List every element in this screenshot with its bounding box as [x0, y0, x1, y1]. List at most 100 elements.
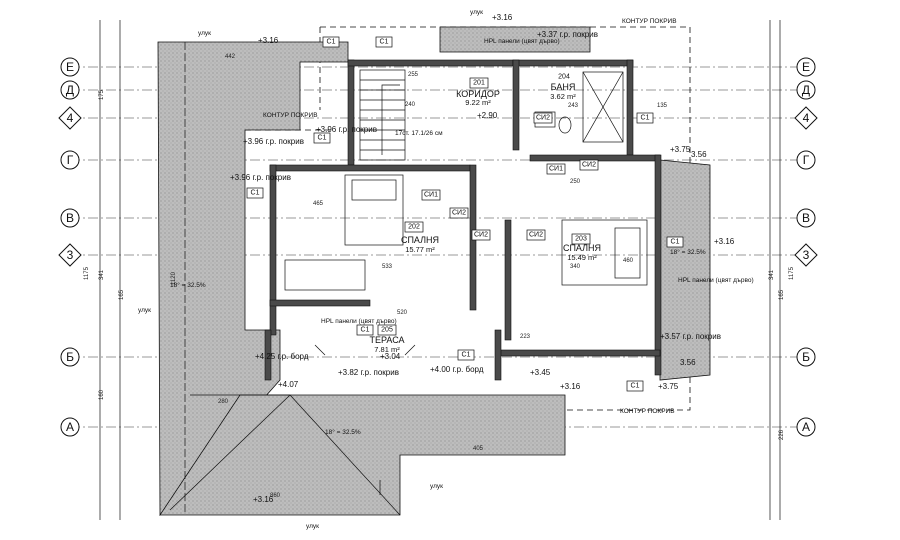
tag-si2-a: СИ2	[449, 207, 469, 219]
note-hpl-top: HPL панели (цвят дърво)	[484, 38, 560, 45]
opening-tags: C1 C1 C1 C1 C1 C1 C1 C1 C1 СИ1 СИ1 СИ2 С…	[246, 36, 684, 392]
axis-bubble-V-left: В	[60, 208, 80, 228]
tag-c1-top: C1	[375, 36, 393, 48]
tag-c1-left2: C1	[246, 187, 264, 199]
svg-text:203: 203	[575, 236, 587, 243]
wall-bedroom202-bottom	[269, 299, 371, 307]
svg-text:C1: C1	[318, 135, 327, 142]
tag-c1-terrace: C1	[356, 324, 374, 336]
slope-arrows	[314, 344, 416, 495]
note-ulluk-top2: улук	[470, 9, 483, 16]
shower	[582, 71, 624, 143]
svg-text:СИ2: СИ2	[582, 162, 596, 169]
note-slope-right: 18° = 32.5%	[670, 248, 706, 256]
svg-text:15.49 m²: 15.49 m²	[567, 253, 597, 262]
level-right-top2: 3.56	[691, 150, 707, 159]
axis-bubble-G-left: Г	[60, 150, 80, 170]
note-kontur-left: КОНТУР ПОКРИВ	[263, 112, 318, 119]
desk-202	[284, 259, 366, 291]
note-ulluk-left: улук	[138, 307, 151, 314]
level-right-mid: +3.16	[714, 237, 735, 246]
svg-text:175: 175	[99, 89, 105, 100]
axis-bubble-A-right: А	[796, 417, 816, 437]
room-203: 203 СПАЛНЯ 15.49 m²	[563, 233, 601, 262]
svg-text:250: 250	[570, 179, 581, 185]
svg-text:C1: C1	[251, 190, 260, 197]
note-slope-bottom: 18° = 32.5%	[325, 428, 361, 436]
svg-text:C1: C1	[361, 327, 370, 334]
tag-si1-202: СИ1	[421, 189, 441, 201]
svg-text:А: А	[66, 420, 74, 434]
svg-text:204: 204	[558, 74, 570, 81]
axis-bubbles-left: Е Д 4 Г В 3 Б А	[58, 57, 82, 437]
axis-bubble-3-left: 3	[58, 243, 82, 267]
svg-text:БАНЯ: БАНЯ	[551, 82, 576, 92]
svg-text:860: 860	[270, 493, 281, 499]
tag-si2-c: СИ2	[526, 229, 546, 241]
level-bottom-left: +3.16	[253, 495, 274, 504]
axis-bubble-3-right: 3	[794, 243, 818, 267]
level-b-right2: 3.56	[680, 358, 696, 367]
svg-text:СИ2: СИ2	[452, 210, 466, 217]
svg-text:C1: C1	[462, 352, 471, 359]
svg-text:9.22 m²: 9.22 m²	[465, 98, 491, 107]
roof-bottom	[159, 394, 566, 516]
svg-text:201: 201	[473, 80, 485, 87]
level-b-mid: +3.45	[530, 368, 551, 377]
svg-text:3: 3	[67, 248, 74, 262]
level-right-bottom: +3.57 г.р. покрив	[660, 332, 721, 341]
svg-text:В: В	[66, 211, 74, 225]
svg-text:Б: Б	[66, 350, 74, 364]
interior-dimensions: 442 255 240 243 135 465 533 520 340 250 …	[171, 54, 668, 499]
svg-text:Д: Д	[66, 83, 74, 97]
bed-202-pillow	[351, 179, 397, 201]
svg-text:205: 205	[381, 327, 393, 334]
axis-bubble-B-left: Б	[60, 347, 80, 367]
roof-areas	[157, 26, 711, 517]
axis-bubble-A-left: А	[60, 417, 80, 437]
svg-text:СИ1: СИ1	[549, 166, 563, 173]
axis-bubble-4-left: 4	[58, 106, 82, 130]
axis-bubble-D-right: Д	[796, 80, 816, 100]
level-terrace-edge: +4.00 г.р. борд	[430, 365, 484, 374]
room-labels: 201 КОРИДОР 9.22 m² 204 БАНЯ 3.62 m² 202…	[369, 74, 601, 355]
bed-203-pillow	[614, 227, 641, 279]
wall-bedroom203-left	[504, 219, 512, 341]
svg-text:460: 460	[623, 258, 634, 264]
side-dimensions: 175 341 165 1175 160 341 165 1175 226	[84, 89, 795, 440]
svg-text:135: 135	[657, 103, 668, 109]
bed-202	[344, 174, 404, 246]
svg-text:Е: Е	[802, 60, 810, 74]
svg-text:СИ1: СИ1	[424, 192, 438, 199]
tag-si2-d: СИ2	[579, 159, 599, 171]
wall-bedroom203-right	[654, 154, 662, 376]
note-hpl-right: HPL панели (цвят дърво)	[678, 277, 754, 284]
svg-text:223: 223	[520, 334, 531, 340]
room-205: 205 ТЕРАСА 7.81 m²	[369, 324, 405, 354]
svg-text:202: 202	[408, 224, 420, 231]
wall-terrace-left	[264, 329, 272, 381]
level-b-right: +3.75	[658, 382, 679, 391]
wall-left-upper	[347, 59, 355, 166]
axis-bubble-E-right: Е	[796, 57, 816, 77]
level-terrace: +3.04	[380, 352, 401, 361]
note-kontur-bottom: КОНТУР ПОКРИВ	[620, 408, 675, 415]
wall-bedroom202-left	[269, 164, 277, 336]
furniture	[284, 71, 648, 291]
note-ulluk-bottom: улук	[430, 483, 443, 490]
axis-bubble-V-right: В	[796, 208, 816, 228]
svg-text:533: 533	[382, 264, 393, 270]
svg-text:В: В	[802, 211, 810, 225]
room-202: 202 СПАЛНЯ 15.77 m²	[401, 221, 439, 254]
axis-bubble-E-left: Е	[60, 57, 80, 77]
svg-text:ТЕРАСА: ТЕРАСА	[369, 335, 404, 345]
note-hpl-terrace: HPL панели (цвят дърво)	[321, 318, 397, 325]
svg-text:А: А	[802, 420, 810, 434]
svg-text:160: 160	[99, 389, 105, 400]
svg-text:7.81 m²: 7.81 m²	[374, 345, 400, 354]
svg-text:Г: Г	[803, 153, 810, 167]
tag-si2-b: СИ2	[471, 229, 491, 241]
svg-text:341: 341	[99, 269, 105, 280]
svg-text:1175: 1175	[84, 266, 90, 280]
